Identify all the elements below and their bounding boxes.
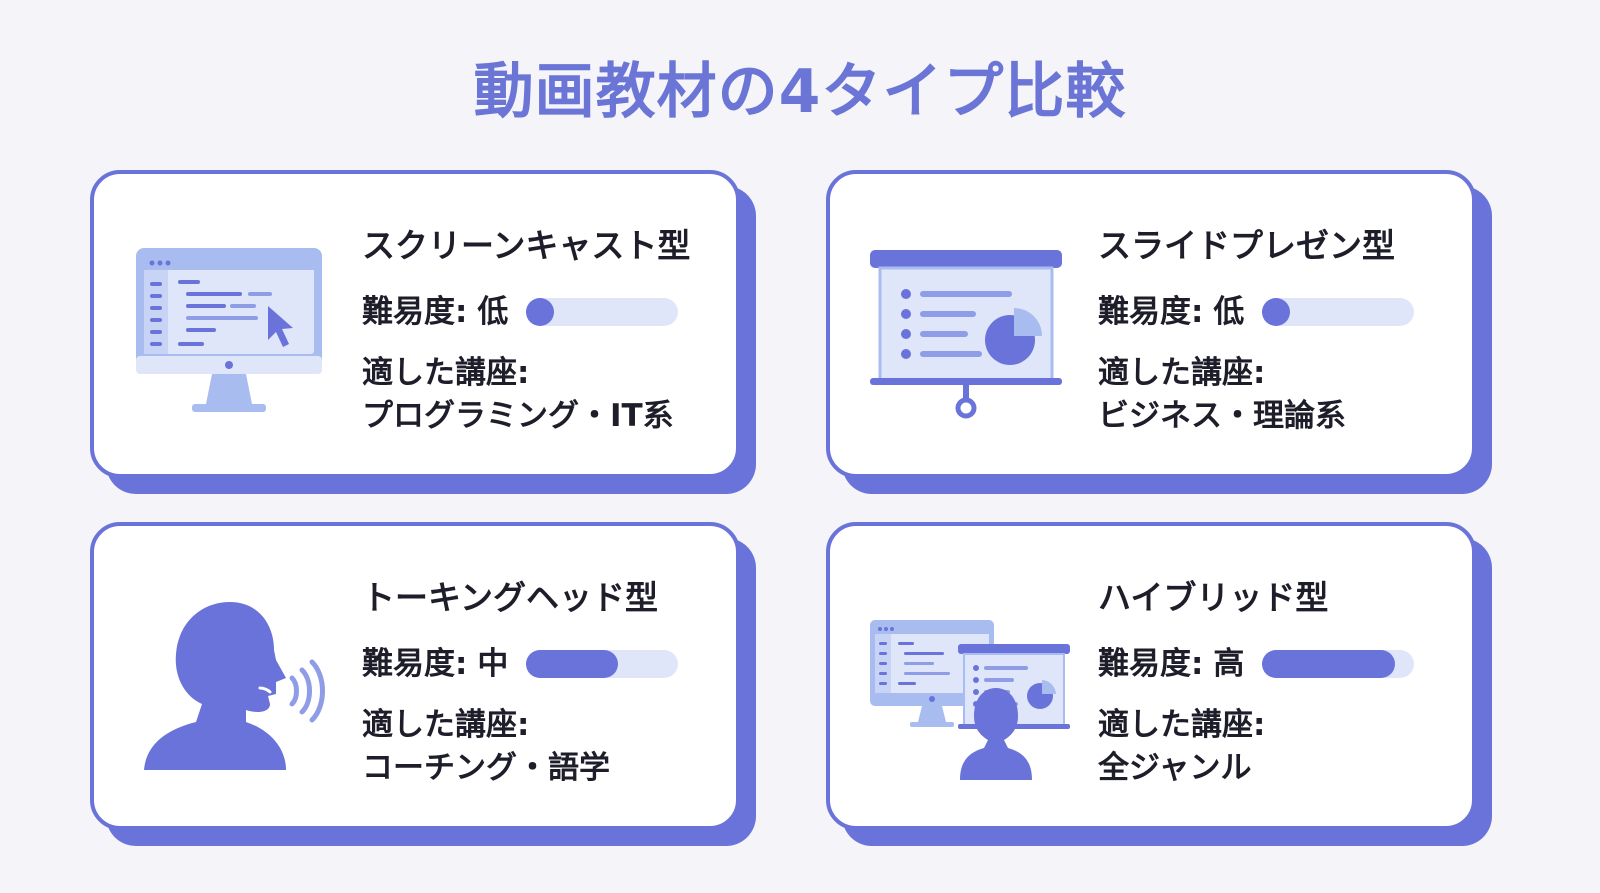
difficulty-label: 難易度: (1098, 294, 1204, 330)
difficulty-value: 中 (477, 646, 509, 682)
difficulty-bar (1262, 298, 1415, 326)
difficulty-bar (526, 298, 679, 326)
difficulty-row: 難易度: 低 (1098, 290, 1468, 334)
suitable-value: コーチング・語学 (362, 750, 610, 786)
card-body: スライドプレゼン型 難易度: 低 適した講座: ビジネス・理論系 (1098, 224, 1468, 438)
difficulty-fill (1262, 650, 1395, 678)
talking-head-icon (130, 580, 340, 780)
difficulty-row: 難易度: 高 (1098, 642, 1468, 686)
hybrid-icon (866, 580, 1076, 780)
card-slide-presentation: スライドプレゼン型 難易度: 低 適した講座: ビジネス・理論系 (826, 170, 1476, 478)
suitable-label: 適した講座: (362, 355, 530, 391)
card-title: スクリーンキャスト型 (362, 226, 691, 265)
difficulty-label: 難易度: (362, 646, 468, 682)
card-body: トーキングヘッド型 難易度: 中 適した講座: コーチング・語学 (362, 576, 732, 790)
card-title: スライドプレゼン型 (1098, 226, 1395, 265)
difficulty-row: 難易度: 低 (362, 290, 732, 334)
card-body: スクリーンキャスト型 難易度: 低 適した講座: プログラミング・IT系 (362, 224, 732, 438)
difficulty-bar (1262, 650, 1415, 678)
difficulty-label: 難易度: (362, 294, 468, 330)
difficulty-bar (526, 650, 679, 678)
card-body: ハイブリッド型 難易度: 高 適した講座: 全ジャンル (1098, 576, 1468, 790)
difficulty-value: 高 (1213, 646, 1245, 682)
suitable-value: 全ジャンル (1098, 750, 1252, 786)
suitable-value: プログラミング・IT系 (362, 398, 674, 434)
card-talking-head: トーキングヘッド型 難易度: 中 適した講座: コーチング・語学 (90, 522, 740, 830)
card-title: ハイブリッド型 (1098, 578, 1329, 617)
monitor-screencast-icon (130, 228, 340, 428)
suitable-value: ビジネス・理論系 (1098, 398, 1346, 434)
difficulty-fill (1262, 298, 1291, 326)
page-title: 動画教材の4タイプ比較 (473, 57, 1127, 127)
difficulty-row: 難易度: 中 (362, 642, 732, 686)
suitable-label: 適した講座: (1098, 355, 1266, 391)
difficulty-label: 難易度: (1098, 646, 1204, 682)
slide-presentation-icon (866, 228, 1076, 428)
card-hybrid: ハイブリッド型 難易度: 高 適した講座: 全ジャンル (826, 522, 1476, 830)
difficulty-fill (526, 298, 555, 326)
card-title: トーキングヘッド型 (362, 578, 659, 617)
difficulty-value: 低 (477, 294, 509, 330)
difficulty-fill (526, 650, 618, 678)
card-screencast: スクリーンキャスト型 難易度: 低 適した講座: プログラミング・IT系 (90, 170, 740, 478)
suitable-label: 適した講座: (362, 707, 530, 743)
difficulty-value: 低 (1213, 294, 1245, 330)
suitable-label: 適した講座: (1098, 707, 1266, 743)
